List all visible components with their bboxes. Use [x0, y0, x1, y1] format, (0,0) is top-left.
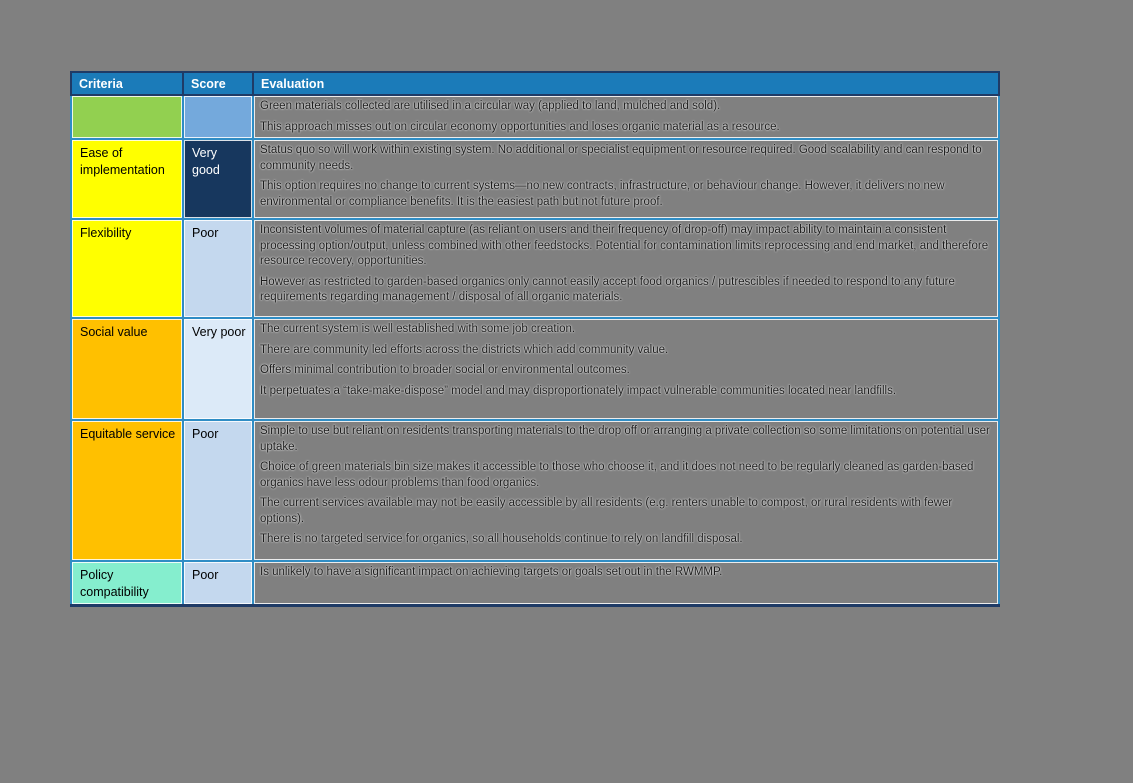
table-row-social-value: Social value Very poor The current syste… — [70, 317, 1000, 421]
criteria-cell: Equitable service — [70, 419, 184, 562]
table-row-continued: Green materials collected are utilised i… — [70, 94, 1000, 140]
evaluation-paragraph: However as restricted to garden-based or… — [260, 275, 955, 304]
evaluation-paragraph: This option requires no change to curren… — [260, 180, 945, 208]
criteria-cell: Social value — [70, 317, 184, 421]
column-header-score: Score — [182, 71, 254, 96]
score-cell: Poor — [182, 419, 254, 562]
evaluation-paragraph: There is no targeted service for organic… — [260, 533, 743, 545]
evaluation-cell: Is unlikely to have a significant impact… — [252, 560, 1000, 607]
evaluation-paragraph: Is unlikely to have a significant impact… — [260, 566, 723, 578]
table-row-policy-compatibility: Policy compatibility Poor Is unlikely to… — [70, 560, 1000, 607]
criteria-cell: Ease of implementation — [70, 138, 184, 220]
criteria-cell — [70, 94, 184, 140]
evaluation-paragraph: It perpetuates a “take-make-dispose” mod… — [260, 384, 897, 397]
evaluation-table-container: Criteria Score Evaluation Green material… — [70, 71, 1000, 607]
score-cell: Poor — [182, 218, 254, 319]
evaluation-paragraph: Status quo so will work within existing … — [260, 144, 982, 172]
criteria-cell: Flexibility — [70, 218, 184, 319]
header-row: Criteria Score Evaluation — [70, 71, 1000, 96]
evaluation-paragraph: Choice of green materials bin size makes… — [260, 461, 974, 489]
evaluation-paragraph: There are community led efforts across t… — [260, 343, 669, 356]
evaluation-cell: The current system is well established w… — [252, 317, 1000, 421]
evaluation-paragraph: Green materials collected are utilised i… — [260, 100, 721, 112]
evaluation-cell: Inconsistent volumes of material capture… — [252, 218, 1000, 319]
evaluation-paragraph: Simple to use but reliant on residents t… — [260, 425, 990, 453]
score-cell: Very good — [182, 138, 254, 220]
table-row-flexibility: Flexibility Poor Inconsistent volumes of… — [70, 218, 1000, 319]
score-cell: Poor — [182, 560, 254, 607]
evaluation-cell: Status quo so will work within existing … — [252, 138, 1000, 220]
evaluation-table: Criteria Score Evaluation Green material… — [70, 71, 1000, 607]
evaluation-paragraph: The current system is well established w… — [260, 323, 576, 335]
score-cell — [182, 94, 254, 140]
score-cell: Very poor — [182, 317, 254, 421]
column-header-criteria: Criteria — [70, 71, 184, 96]
evaluation-cell: Simple to use but reliant on residents t… — [252, 419, 1000, 562]
evaluation-paragraph: Inconsistent volumes of material capture… — [260, 224, 989, 267]
evaluation-paragraph: This approach misses out on circular eco… — [260, 120, 780, 133]
criteria-cell: Policy compatibility — [70, 560, 184, 607]
evaluation-cell: Green materials collected are utilised i… — [252, 94, 1000, 140]
evaluation-paragraph: Offers minimal contribution to broader s… — [260, 364, 630, 376]
evaluation-paragraph: The current services available may not b… — [260, 497, 953, 525]
table-row-ease-of-implementation: Ease of implementation Very good Status … — [70, 138, 1000, 220]
column-header-evaluation: Evaluation — [252, 71, 1000, 96]
table-row-equitable-service: Equitable service Poor Simple to use but… — [70, 419, 1000, 562]
